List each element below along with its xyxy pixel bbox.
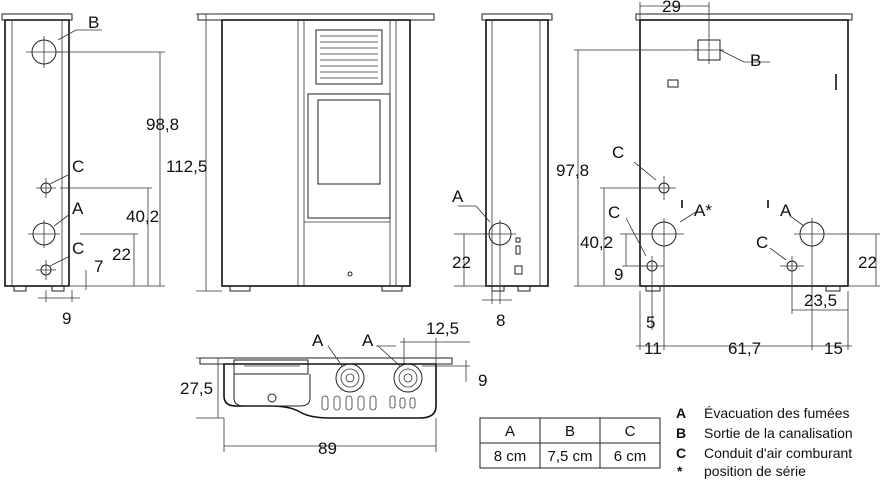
left-label-c-lower: C xyxy=(72,239,84,258)
left-dim-9: 9 xyxy=(62,309,71,328)
right-side-top-plate xyxy=(481,13,553,21)
top-knob-icon xyxy=(267,393,277,403)
rear-dim-40-2: 40,2 xyxy=(580,233,613,252)
left-label-c-upper: C xyxy=(72,157,84,176)
left-dim-7: 7 xyxy=(94,257,103,276)
right-side-body xyxy=(485,19,549,287)
top-view: A A 12,5 9 27,5 89 xyxy=(180,319,487,458)
table-value-a: 8 cm xyxy=(494,448,527,465)
top-exhaust-a1-icon xyxy=(335,363,365,393)
legend-text-c: Conduit d'air comburant xyxy=(704,445,852,461)
left-dim-98-8: 98,8 xyxy=(146,115,179,134)
rear-dim-22: 22 xyxy=(858,253,877,272)
legend-text-b: Sortie de la canalisation xyxy=(704,425,853,441)
right-dim-22: 22 xyxy=(452,253,471,272)
top-dim-89: 89 xyxy=(318,439,337,458)
legend-key-a: A xyxy=(676,405,686,421)
rear-body xyxy=(639,19,849,287)
right-label-a: A xyxy=(452,187,464,206)
right-dim-8: 8 xyxy=(496,311,505,330)
table-value-c: 6 cm xyxy=(614,448,647,465)
diameter-table: A B C 8 cm 7,5 cm 6 cm xyxy=(479,417,661,469)
rear-dim-97-8: 97,8 xyxy=(556,161,589,180)
rear-dim-29: 29 xyxy=(662,0,681,16)
left-label-a: A xyxy=(72,199,84,218)
rear-label-b: B xyxy=(750,51,761,70)
legend-key-c: C xyxy=(676,445,686,461)
table-header-c: C xyxy=(625,423,636,440)
right-switch-icon xyxy=(514,265,523,275)
front-view: 112,5 xyxy=(166,13,435,292)
front-body xyxy=(221,19,411,287)
front-glass xyxy=(317,99,381,185)
right-side-view: A 22 8 xyxy=(452,13,553,330)
rear-label-c-left: C xyxy=(608,203,620,222)
front-button-icon xyxy=(347,271,353,277)
top-dim-27-5: 27,5 xyxy=(180,379,213,398)
table-value-b: 7,5 cm xyxy=(547,448,592,465)
front-dim-112-5: 112,5 xyxy=(166,157,207,176)
left-label-b: B xyxy=(88,13,99,32)
top-body xyxy=(223,363,437,419)
table-header-a: A xyxy=(505,423,515,440)
legend-text-a: Évacuation des fumées xyxy=(704,405,850,421)
top-dim-9: 9 xyxy=(478,371,487,390)
left-dim-22: 22 xyxy=(112,245,131,264)
rear-view: 29 B C A* C A C 97,8 40,2 9 22 23,5 5 11… xyxy=(556,0,880,358)
rear-label-a-star: A* xyxy=(694,201,712,220)
front-grille xyxy=(315,29,383,85)
front-top-plate xyxy=(197,13,435,21)
left-side-body xyxy=(4,19,70,287)
legend-key-b: B xyxy=(676,425,686,441)
top-label-a1: A xyxy=(312,331,324,350)
rear-dim-5: 5 xyxy=(646,313,655,332)
rear-dim-61-7: 61,7 xyxy=(728,339,761,358)
rear-dim-9: 9 xyxy=(614,265,623,284)
legend: A Évacuation des fumées B Sortie de la c… xyxy=(676,405,853,479)
table-header-b: B xyxy=(565,423,575,440)
top-dim-12-5: 12,5 xyxy=(426,319,459,338)
legend-text-star: position de série xyxy=(704,463,806,479)
rear-label-c-upper: C xyxy=(612,143,624,162)
left-side-view: B C A C 98,8 40,2 22 7 9 xyxy=(1,13,179,328)
rear-label-a: A xyxy=(780,201,792,220)
front-door xyxy=(307,93,391,219)
left-dim-40-2: 40,2 xyxy=(126,207,159,226)
top-panel xyxy=(233,359,309,375)
rear-dim-23-5: 23,5 xyxy=(804,291,837,310)
top-label-a2: A xyxy=(362,331,374,350)
rear-label-c-right: C xyxy=(756,233,768,252)
top-exhaust-a2-icon xyxy=(393,363,423,393)
legend-key-star: * xyxy=(677,463,683,479)
rear-dim-11: 11 xyxy=(644,339,662,358)
left-side-top-plate xyxy=(1,13,73,21)
rear-dim-15: 15 xyxy=(824,339,843,358)
